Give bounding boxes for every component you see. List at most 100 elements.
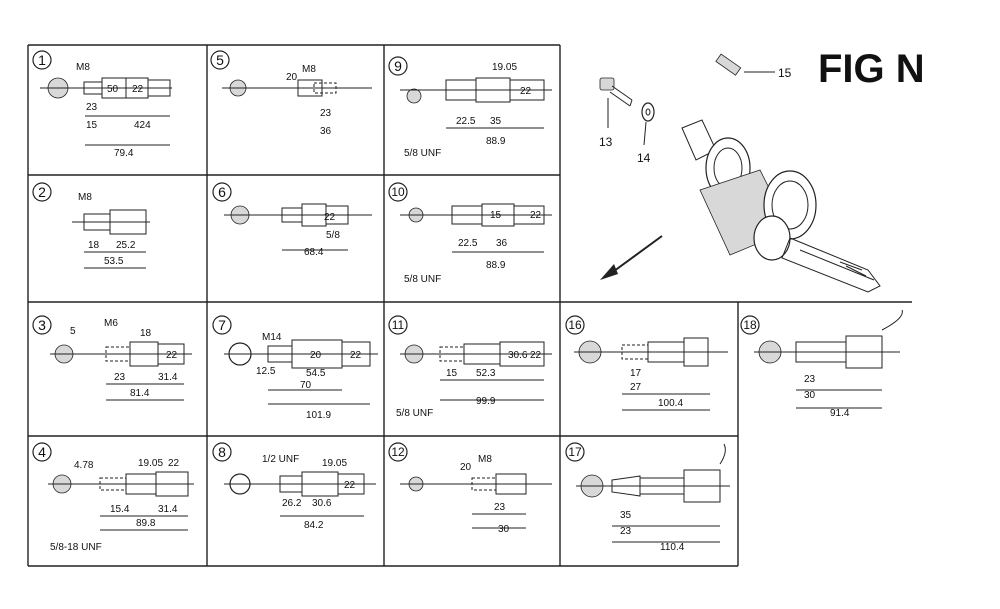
panel-17-number: 17 [568, 445, 582, 459]
panel-4-dim-6: 89.8 [136, 518, 156, 529]
panel-11-dim-2: 22 [530, 350, 542, 361]
panel-12-number: 12 [391, 445, 405, 459]
panel-11-dim-4: 52.3 [476, 368, 496, 379]
panel-11-dim-3: 15 [446, 368, 458, 379]
panel-2: 2 M8 18 25.2 53.5 [32, 182, 150, 269]
panel-16-dim-2: 27 [630, 382, 642, 393]
panel-2-dim-1: M8 [78, 192, 92, 203]
panel-11-dim-1: 30.6 [508, 350, 528, 361]
panel-7-dim-7: 101.9 [306, 410, 331, 421]
panel-8-dim-5: 30.6 [312, 498, 332, 509]
panel-7-dim-2: 20 [310, 350, 322, 361]
panel-12-dim-4: 30 [498, 524, 510, 535]
panel-7-dim-4: 12.5 [256, 366, 276, 377]
panel-18-dim-1: 23 [804, 374, 816, 385]
panel-1-dim-4: 23 [86, 102, 98, 113]
panel-12: 12 20 M8 23 30 [388, 442, 552, 535]
panel-10: 10 15 22 22.5 36 88.9 5/8 UNF [388, 182, 552, 285]
panel-18-dim-3: 91.4 [830, 408, 850, 419]
panel-11-number: 11 [392, 318, 405, 332]
panel-9-dim-6: 5/8 UNF [404, 148, 441, 159]
panel-16-number: 16 [568, 318, 582, 332]
direction-arrow [600, 235, 663, 280]
panel-8-dim-2: 19.05 [322, 458, 347, 469]
panel-3: 3 5 M6 18 22 23 31.4 81.4 [32, 315, 192, 401]
panel-10-dim-1: 15 [490, 210, 502, 221]
panel-6: 6 22 5/8 68.4 [212, 182, 372, 258]
panel-7-number: 7 [218, 317, 226, 333]
panel-1-dim-1: M8 [76, 62, 90, 73]
panel-3-number: 3 [38, 317, 46, 333]
panel-8-dim-3: 22 [344, 480, 356, 491]
panel-12-dim-3: 23 [494, 502, 506, 513]
panel-4-dim-5: 31.4 [158, 504, 178, 515]
panel-7-dim-1: M14 [262, 332, 282, 343]
panel-7: 7 M14 20 22 12.5 54.5 70 101.9 [212, 315, 378, 421]
panel-10-dim-3: 22.5 [458, 238, 478, 249]
panel-9: 9 19.05 22 22.5 35 88.9 5/8 UNF [388, 56, 552, 159]
panel-3-dim-2: M6 [104, 318, 118, 329]
panel-2-dim-3: 25.2 [116, 240, 136, 251]
panel-1-dim-2: 50 [107, 84, 119, 95]
panel-8: 8 1/2 UNF 19.05 22 26.2 30.6 84.2 [212, 442, 376, 531]
panel-7-dim-6: 70 [300, 380, 312, 391]
panel-18-dim-2: 30 [804, 390, 816, 401]
panel-4-dim-4: 15.4 [110, 504, 130, 515]
panel-7-dim-5: 54.5 [306, 368, 326, 379]
callout-13: 13 [599, 135, 613, 149]
panel-10-dim-6: 5/8 UNF [404, 274, 441, 285]
panel-5-dim-2: M8 [302, 64, 316, 75]
panel-1-dim-3: 22 [132, 84, 144, 95]
bolt-part-13: 13 [599, 77, 633, 149]
washer-part-14: 14 [637, 102, 655, 165]
panel-18-number: 18 [743, 318, 757, 332]
panel-4-dim-3: 22 [168, 458, 180, 469]
panel-16-dim-1: 17 [630, 368, 642, 379]
panel-1-number: 1 [38, 52, 46, 68]
panel-3-dim-7: 81.4 [130, 388, 150, 399]
panel-6-number: 6 [218, 184, 226, 200]
callout-14: 14 [637, 151, 651, 165]
panel-8-dim-6: 84.2 [304, 520, 324, 531]
panel-16: 16 17 27 100.4 [565, 315, 728, 411]
panel-12-dim-1: 20 [460, 462, 472, 473]
panel-1: 1 M8 50 22 23 15 424 79.4 [32, 50, 172, 159]
panel-6-dim-2: 5/8 [326, 230, 340, 241]
panel-17-dim-1: 35 [620, 510, 632, 521]
panel-4-number: 4 [38, 444, 46, 460]
panel-9-dim-4: 35 [490, 116, 502, 127]
panel-4-dim-2: 19.05 [138, 458, 163, 469]
panel-1-dim-5: 15 [86, 120, 98, 131]
panel-11: 11 30.6 22 15 52.3 99.9 5/8 UNF [388, 315, 552, 419]
panel-8-dim-1: 1/2 UNF [262, 454, 299, 465]
panel-2-number: 2 [38, 184, 46, 200]
panel-17-dim-3: 110.4 [660, 542, 685, 553]
panel-8-dim-4: 26.2 [282, 498, 302, 509]
panel-grid [27, 44, 912, 567]
panel-3-dim-4: 22 [166, 350, 178, 361]
panel-18: 18 23 30 91.4 [740, 309, 903, 419]
panel-10-number: 10 [391, 185, 405, 199]
panel-9-number: 9 [394, 58, 402, 74]
panel-3-dim-1: 5 [70, 326, 76, 337]
panel-5-dim-3: 23 [320, 108, 332, 119]
panel-17-dim-2: 23 [620, 526, 632, 537]
crankshaft-illustration [681, 119, 881, 293]
panel-9-dim-2: 22 [520, 86, 532, 97]
panel-7-dim-3: 22 [350, 350, 362, 361]
panel-16-dim-3: 100.4 [658, 398, 683, 409]
panel-3-dim-6: 31.4 [158, 372, 178, 383]
panel-1-dim-7: 79.4 [114, 148, 134, 159]
panel-11-dim-5: 99.9 [476, 396, 496, 407]
panel-12-dim-2: M8 [478, 454, 492, 465]
panel-5-number: 5 [216, 52, 224, 68]
panel-5: 5 20 M8 23 36 [210, 50, 372, 137]
panel-9-dim-1: 19.05 [492, 62, 517, 73]
pin-part-15: 15 [715, 53, 792, 80]
panel-6-dim-3: 68.4 [304, 247, 324, 258]
panel-11-dim-6: 5/8 UNF [396, 408, 433, 419]
panel-9-dim-5: 88.9 [486, 136, 506, 147]
panel-5-dim-1: 20 [286, 72, 298, 83]
panel-17: 17 35 23 110.4 [565, 442, 730, 553]
